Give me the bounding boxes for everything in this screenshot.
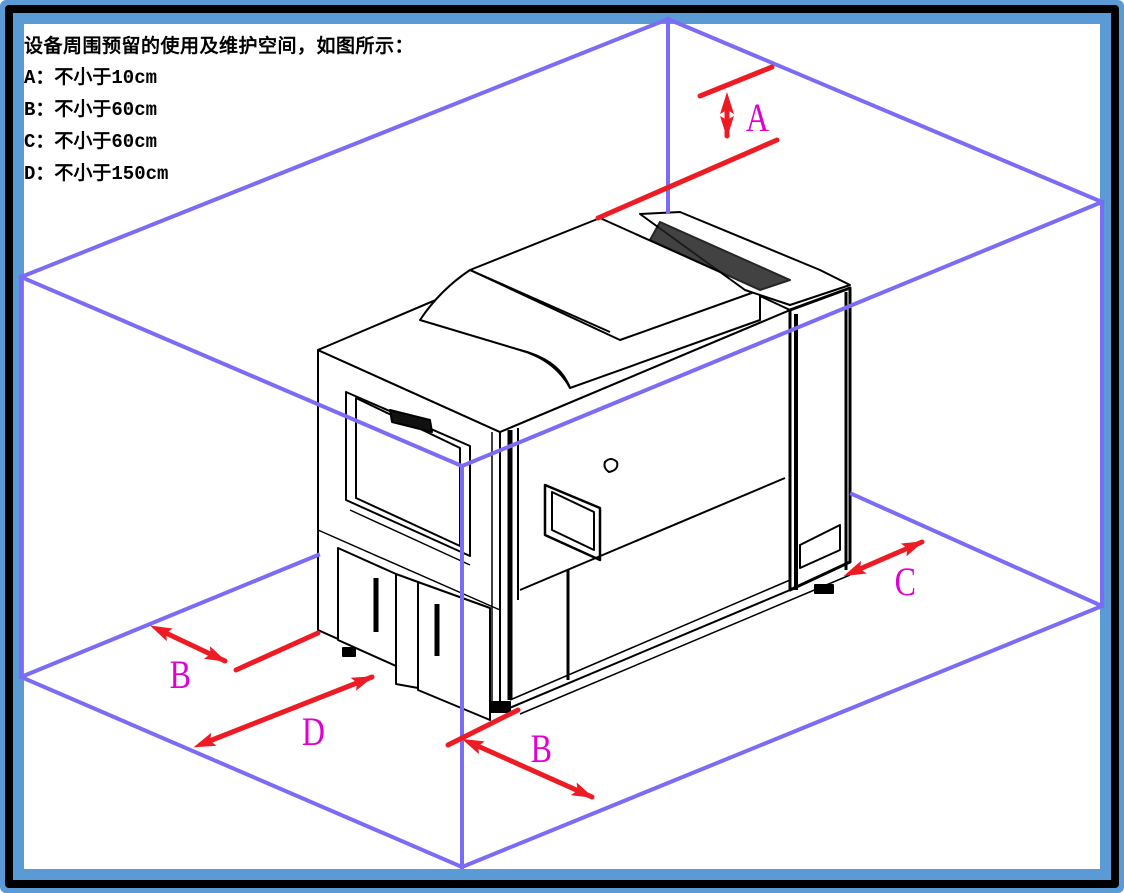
clearance-notes: 设备周围预留的使用及维护空间，如图所示： A：不小于10cm B：不小于60cm… [24,30,414,190]
dim-label-a: A [745,95,770,140]
dim-label-b-left: B [169,652,192,697]
dimension-arrows [149,64,925,800]
clearance-box [18,16,1105,870]
notes-title: 设备周围预留的使用及维护空间，如图所示： [24,35,415,57]
requirement-a: A：不小于10cm [24,67,158,89]
dim-label-c: C [894,559,917,604]
machine-drawing [317,211,852,721]
dim-b-front-arrow [461,738,595,800]
requirement-c: C：不小于60cm [24,131,158,153]
dim-b-left-ext [233,630,321,673]
dim-a-lower-ext [595,137,780,221]
dim-b-left-arrow [149,625,228,664]
requirement-d: D：不小于150cm [24,163,169,185]
dim-label-b-front: B [530,726,553,771]
dim-c-arrow [843,539,925,576]
requirement-b: B：不小于60cm [24,99,158,121]
dim-a-upper-ext [697,64,775,99]
dim-d-arrow [193,674,375,748]
dim-label-d: D [301,709,326,754]
dim-b-front-ext [445,707,521,748]
